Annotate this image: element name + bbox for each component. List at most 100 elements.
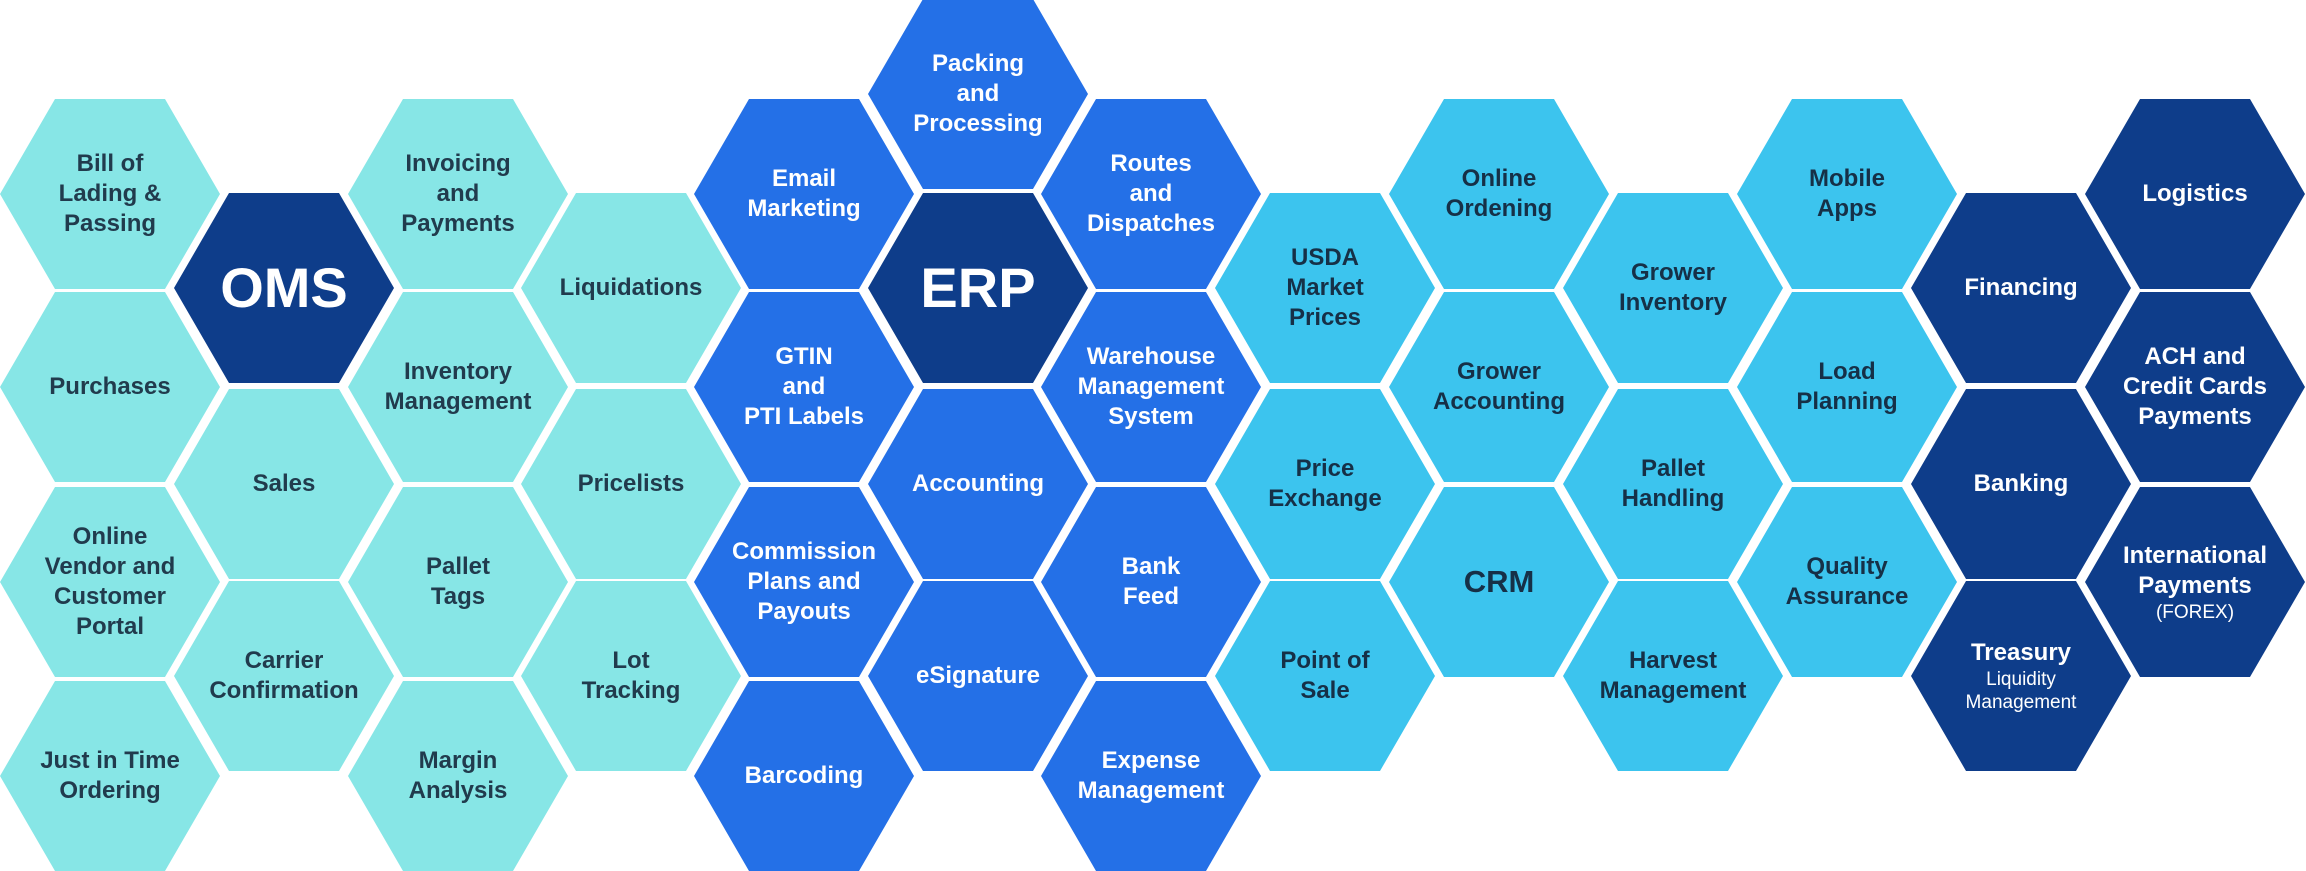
hex-label-line: Liquidations (559, 274, 703, 301)
hex-label-line: Invoicing (405, 150, 511, 177)
hex-label: Banking (1974, 469, 2069, 499)
hex-oms: OMS (174, 193, 394, 383)
hex-label-line: and (956, 80, 1000, 107)
hex-label-line: Lading & (58, 180, 162, 207)
hex-label-line: USDA (1290, 244, 1359, 271)
hex-label-line: Portal (75, 613, 144, 640)
hex-label-line: Online (1461, 165, 1537, 192)
hex-label-line: Payments (2138, 571, 2252, 599)
hex-erp: ERP (868, 193, 1088, 383)
hex-label-line: Harvest (1628, 647, 1718, 674)
hex-label-line: Packing (931, 50, 1025, 77)
hex-label-line: ACH and (2144, 343, 2246, 370)
hex-label-line: Tracking (581, 677, 681, 704)
hex-label: Accounting (912, 469, 1044, 499)
hex-label-line: Commission (731, 538, 877, 565)
hex-label: Financing (1964, 273, 2077, 303)
hex-label-line: Accounting (1433, 388, 1565, 415)
hex-label-line: Routes (1110, 150, 1192, 177)
hex-label-line: Dispatches (1086, 210, 1216, 237)
hex-label-line: Apps (1817, 195, 1877, 222)
hex-label-line: Pallet (425, 553, 491, 580)
hex-label-line: Sales (252, 470, 316, 497)
hex-logistics: Logistics (2085, 99, 2305, 289)
hex-label-line: Handling (1621, 485, 1725, 512)
hex-label-line: Point of (1280, 647, 1370, 674)
hex-label-line: and (436, 180, 480, 207)
hex-label-line: System (1108, 403, 1194, 430)
hex-financing: Financing (1911, 193, 2131, 383)
hex-label-line: Exchange (1268, 485, 1382, 512)
hex-label-line: Bank (1121, 553, 1181, 580)
hex-label: OMS (220, 256, 348, 320)
hex-label: CRM (1464, 564, 1535, 600)
hex-label-line: Barcoding (744, 762, 864, 789)
hex-label-line: Assurance (1785, 583, 1909, 610)
hex-label-line: OMS (220, 256, 348, 319)
hex-sublabel-line: (FOREX) (2155, 601, 2235, 623)
hex-sublabel-line: Liquidity (1986, 669, 2056, 690)
hex-label-line: Email (771, 165, 836, 192)
hex-label-line: Quality (1806, 553, 1888, 580)
hex-label-line: Analysis (408, 777, 508, 804)
hex-label-line: Pricelists (577, 470, 685, 497)
hex-label-line: Feed (1122, 583, 1179, 610)
hex-label-line: Grower (1630, 259, 1716, 286)
hex-label-line: ERP (920, 256, 1036, 319)
hex-label-line: GTIN (775, 343, 833, 370)
hex-label-line: Inventory (1618, 289, 1728, 316)
hex-label-line: Payments (2138, 403, 2252, 430)
hex-label-line: Ordering (59, 777, 161, 804)
hex-label-line: Market (1286, 274, 1364, 301)
hex-label-line: Management (384, 388, 532, 415)
hex-label-line: Grower (1456, 358, 1542, 385)
hex-label-line: International (2122, 541, 2267, 569)
hex-label-line: Payments (401, 210, 515, 237)
hex-label-line: Management (1599, 677, 1747, 704)
hex-sublabel-line: Management (1965, 692, 2077, 713)
hex-label: Sales (253, 469, 316, 499)
hex-label-line: Warehouse (1086, 343, 1216, 370)
hex-label: Barcoding (745, 761, 864, 791)
hex-liquidations: Liquidations (521, 193, 741, 383)
hex-label-line: Lot (612, 647, 650, 674)
hex-label-line: Price (1295, 455, 1355, 482)
hex-label-line: Load (1818, 358, 1876, 385)
hex-label-line: Planning (1796, 388, 1898, 415)
hex-accounting: Accounting (868, 389, 1088, 579)
hex-label-line: Mobile (1809, 165, 1885, 192)
hex-label: Purchases (49, 372, 170, 402)
hex-label-line: Marketing (747, 195, 861, 222)
hex-label-line: Just in Time (40, 747, 180, 774)
